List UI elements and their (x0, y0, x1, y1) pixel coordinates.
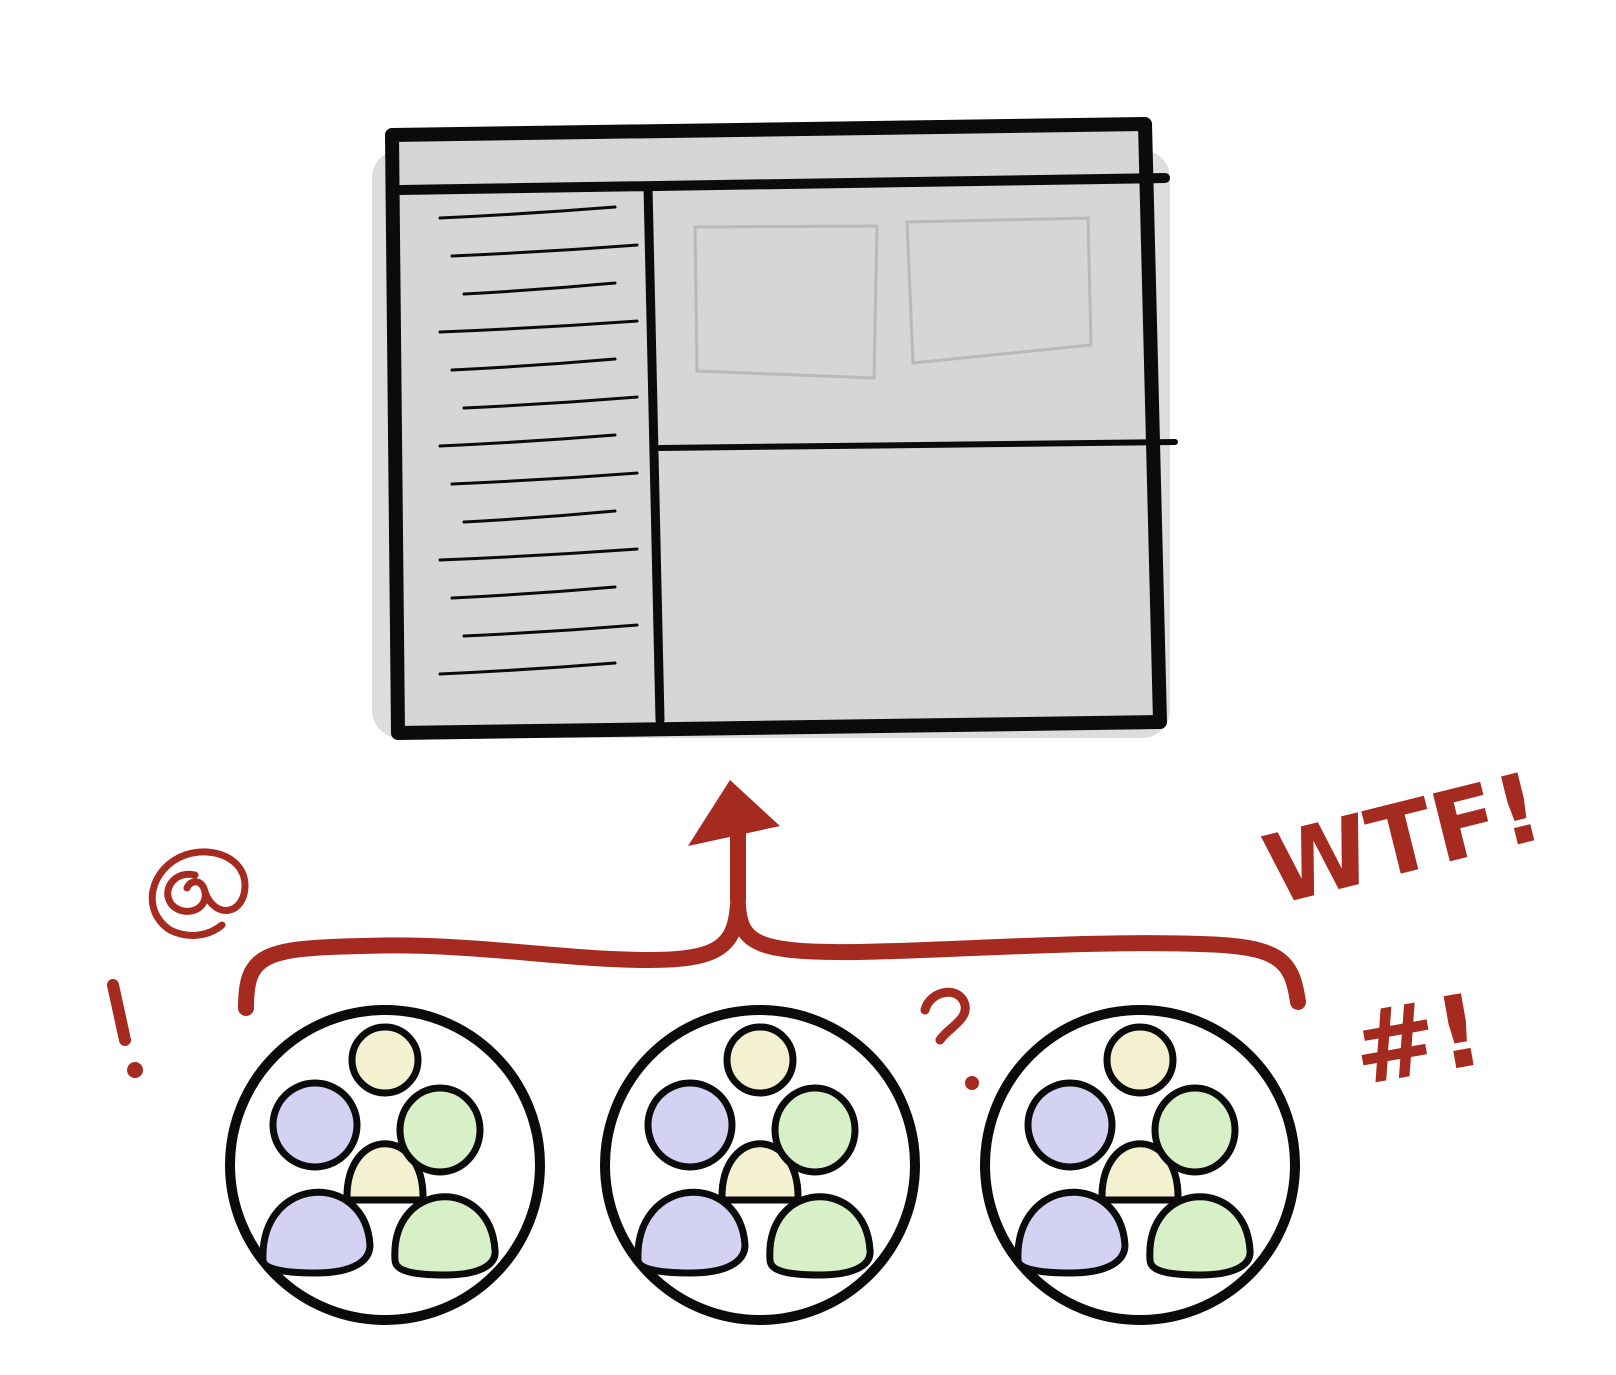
user-group-2 (600, 1005, 920, 1325)
sidebar-line (462, 281, 617, 296)
question-hook (920, 987, 970, 1045)
user-group-3 (980, 1005, 1300, 1325)
feedback-bracket (238, 780, 1306, 1016)
sidebar-line (450, 357, 617, 372)
window-fill (392, 124, 1160, 733)
person-green-head (771, 1084, 859, 1176)
sidebar-list (438, 205, 639, 676)
title-bar-divider (395, 173, 1170, 195)
person-yellow-head (348, 1023, 422, 1097)
person-yellow-body (1098, 1140, 1182, 1204)
sidebar-line (462, 395, 639, 410)
sidebar-line (438, 433, 617, 448)
person-yellow-head (723, 1023, 797, 1097)
bracket-curve (238, 897, 1306, 1016)
person-purple-body (634, 1188, 749, 1277)
person-purple-head (269, 1079, 361, 1171)
person-green-body (1146, 1193, 1254, 1279)
hash-bang-text: #! (1344, 971, 1492, 1109)
sidebar-line (462, 623, 639, 638)
sidebar-line (450, 471, 639, 486)
question-dot (965, 1076, 979, 1090)
at-sign-icon (148, 848, 249, 939)
wtf-text: WTF! (1253, 751, 1552, 928)
sidebar-line (438, 661, 617, 676)
bang-left-stroke (107, 979, 131, 1046)
window-frame (385, 117, 1167, 740)
sidebar-line (462, 509, 617, 524)
bang-left-dot (127, 1062, 143, 1078)
person-green-head (1151, 1084, 1239, 1176)
person-purple-head (644, 1079, 736, 1171)
person-green-body (391, 1193, 499, 1279)
sidebar-line (450, 585, 617, 600)
person-green-body (766, 1193, 874, 1279)
person-yellow-body (718, 1140, 802, 1204)
user-group-1 (225, 1005, 545, 1325)
thumbnail-card-2 (905, 216, 1093, 365)
person-purple-head (1024, 1079, 1116, 1171)
sidebar-line (438, 205, 617, 220)
app-window-sketch (385, 117, 1178, 740)
person-yellow-body (343, 1140, 427, 1204)
sidebar-line (450, 243, 639, 258)
person-purple-body (259, 1188, 374, 1277)
person-yellow-head (1103, 1023, 1177, 1097)
person-purple-body (1014, 1188, 1129, 1277)
sidebar-line (438, 547, 639, 562)
user-groups (225, 1005, 1300, 1325)
sidebar-line (438, 319, 639, 334)
person-green-head (396, 1084, 484, 1176)
main-horizontal-divider (657, 439, 1178, 451)
thumbnail-card-1 (693, 224, 879, 380)
sidebar-divider (643, 182, 665, 725)
arrow-head (688, 780, 780, 846)
